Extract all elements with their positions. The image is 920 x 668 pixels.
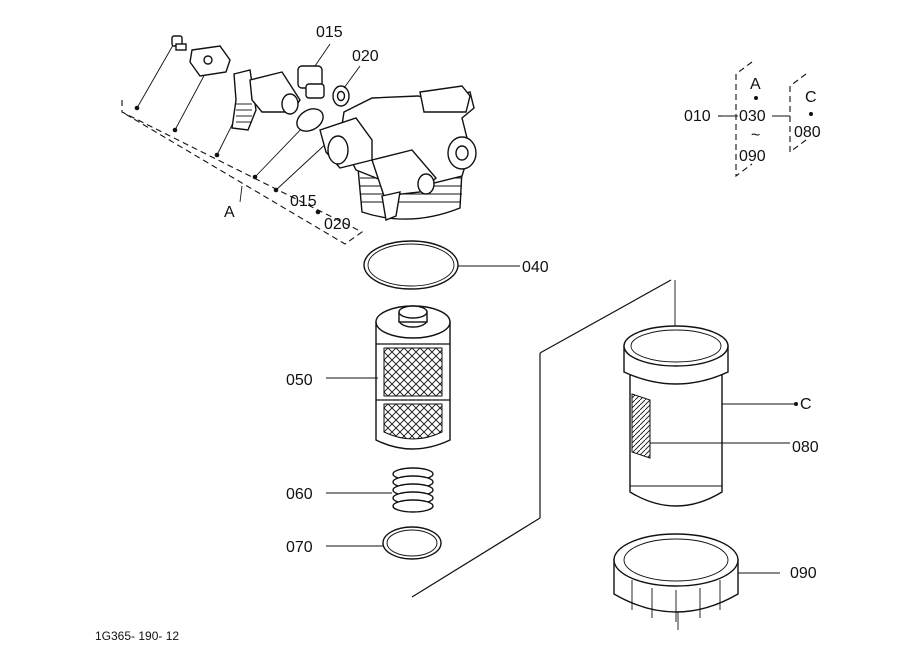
label-050: 050 [286, 372, 313, 389]
legend-a: A [750, 76, 761, 93]
bowl-080-part [623, 325, 729, 507]
drawing-code: 1G365- 190- 12 [95, 629, 179, 643]
legend-080: 080 [794, 124, 821, 141]
bracket-part [189, 45, 231, 77]
ring-nut-090-part [613, 533, 739, 622]
washer-020-top-part [332, 85, 350, 107]
fitting-015-top-part [297, 65, 325, 99]
gasket-040-part [363, 240, 459, 290]
legend-010: 010 [684, 108, 711, 125]
dashed-group-frame [121, 100, 364, 245]
label-080: 080 [792, 439, 819, 456]
label-a-head: A [224, 204, 235, 221]
label-015-top: 015 [316, 24, 343, 41]
spring-060-part [392, 467, 434, 513]
label-070: 070 [286, 539, 313, 556]
label-040: 040 [522, 259, 549, 276]
label-020-top: 020 [352, 48, 379, 65]
legend-030: 030 [739, 108, 766, 125]
label-020-low: 020 [324, 216, 351, 233]
label-060: 060 [286, 486, 313, 503]
legend-c: C [805, 89, 817, 106]
legend-brackets [718, 61, 813, 178]
legend-090: 090 [739, 148, 766, 165]
legend-tilde: ~ [751, 127, 760, 144]
label-c-bowl: C [800, 396, 812, 413]
label-015-low: 015 [290, 193, 317, 210]
label-090: 090 [790, 565, 817, 582]
seal-ring-070-part [382, 526, 442, 560]
filter-element-050-part [375, 305, 451, 450]
screw-part [171, 35, 187, 51]
o-ring-part [296, 108, 324, 132]
head-leaders [134, 39, 331, 215]
valve-cone-part [249, 71, 301, 115]
filter-head-body [319, 85, 477, 221]
